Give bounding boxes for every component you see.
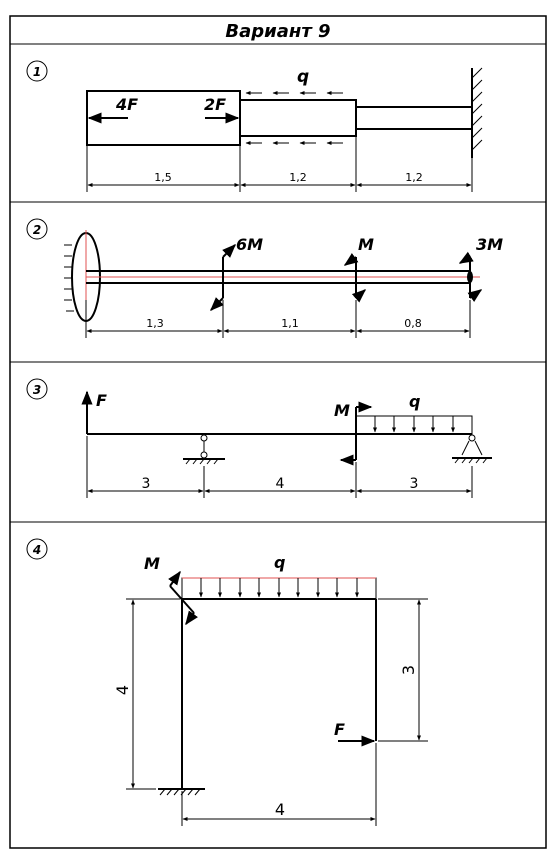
problem-1-number: 1: [33, 65, 41, 79]
dim-3-1: 3: [142, 476, 151, 492]
load-q-label: q: [297, 67, 309, 87]
problem-3: 3 F M q: [26, 378, 492, 498]
torque-M-label: M: [358, 235, 374, 254]
force-F-label: F: [96, 391, 107, 410]
dim-2: 1,2: [289, 171, 307, 184]
dimension-lines-3: [86, 436, 473, 498]
moment-M-label-4: M: [144, 554, 160, 573]
force-2F-label: 2F: [204, 95, 226, 114]
disc-hatch: [64, 244, 74, 312]
dim-4-left: 4: [113, 685, 132, 695]
dim-4-width: 4: [275, 800, 285, 819]
problem-2: 2 6M M 3M: [26, 218, 503, 338]
problem-3-number-circle: [26, 378, 48, 400]
torque-3M-top-arrow: [458, 251, 474, 264]
dimension-lines: [86, 129, 473, 192]
torque-3M-label: 3M: [476, 235, 503, 254]
load-q-label-3: q: [409, 392, 420, 411]
sheet-frame: [9, 15, 547, 849]
pin-support-1: [183, 434, 225, 465]
torque-6M-bottom-arrow: [210, 297, 224, 311]
load-q-label-4: q: [274, 553, 285, 572]
torque-3M-bottom-arrow: [467, 289, 483, 302]
moment-M-top-arrow-4: [168, 570, 181, 587]
torque-6M-top-arrow: [222, 244, 236, 258]
problem-2-number-circle: [26, 218, 48, 240]
dimension-width: [181, 743, 377, 826]
torque-M-bottom-arrow: [351, 289, 367, 303]
dim-3: 1,2: [405, 171, 423, 184]
problem-3-number: 3: [33, 383, 41, 397]
problem-4-number: 4: [32, 543, 41, 557]
dimension-left-height: [126, 598, 180, 790]
dim-2-1: 1,3: [146, 317, 164, 330]
problem-4-number-circle: [26, 538, 48, 560]
dimension-lines-2: [85, 300, 471, 338]
problem-4: 4 M: [26, 538, 428, 826]
fixed-base-hatch: [159, 788, 201, 796]
problem-2-number: 2: [33, 223, 41, 237]
moment-M-bottom-arrow-4: [185, 610, 198, 626]
force-F-label-4: F: [334, 720, 345, 739]
dim-2-3: 0,8: [404, 317, 422, 330]
dimension-right-height: [378, 598, 428, 742]
problem-1: 1 4F 2F: [26, 60, 483, 192]
distributed-load-arrows-4: [199, 578, 359, 598]
moment-M-label: M: [334, 401, 350, 420]
rod-section-3: [355, 106, 473, 130]
dim-1: 1,5: [154, 171, 172, 184]
variant-title: Вариант 9: [225, 21, 330, 42]
wall-hatch: [471, 67, 483, 151]
pin-support-2: [452, 434, 492, 464]
torque-6M-label: 6M: [236, 235, 263, 254]
force-4F-label: 4F: [115, 95, 138, 114]
rod-section-2: [239, 99, 357, 137]
distributed-load-arrows: [373, 416, 455, 433]
dim-3-2: 4: [276, 476, 285, 492]
dim-4-right: 3: [399, 665, 418, 675]
dim-3-3: 3: [410, 476, 419, 492]
dim-2-2: 1,1: [281, 317, 299, 330]
problem-1-number-circle: [26, 60, 48, 82]
torque-M-top-arrow: [343, 253, 359, 266]
